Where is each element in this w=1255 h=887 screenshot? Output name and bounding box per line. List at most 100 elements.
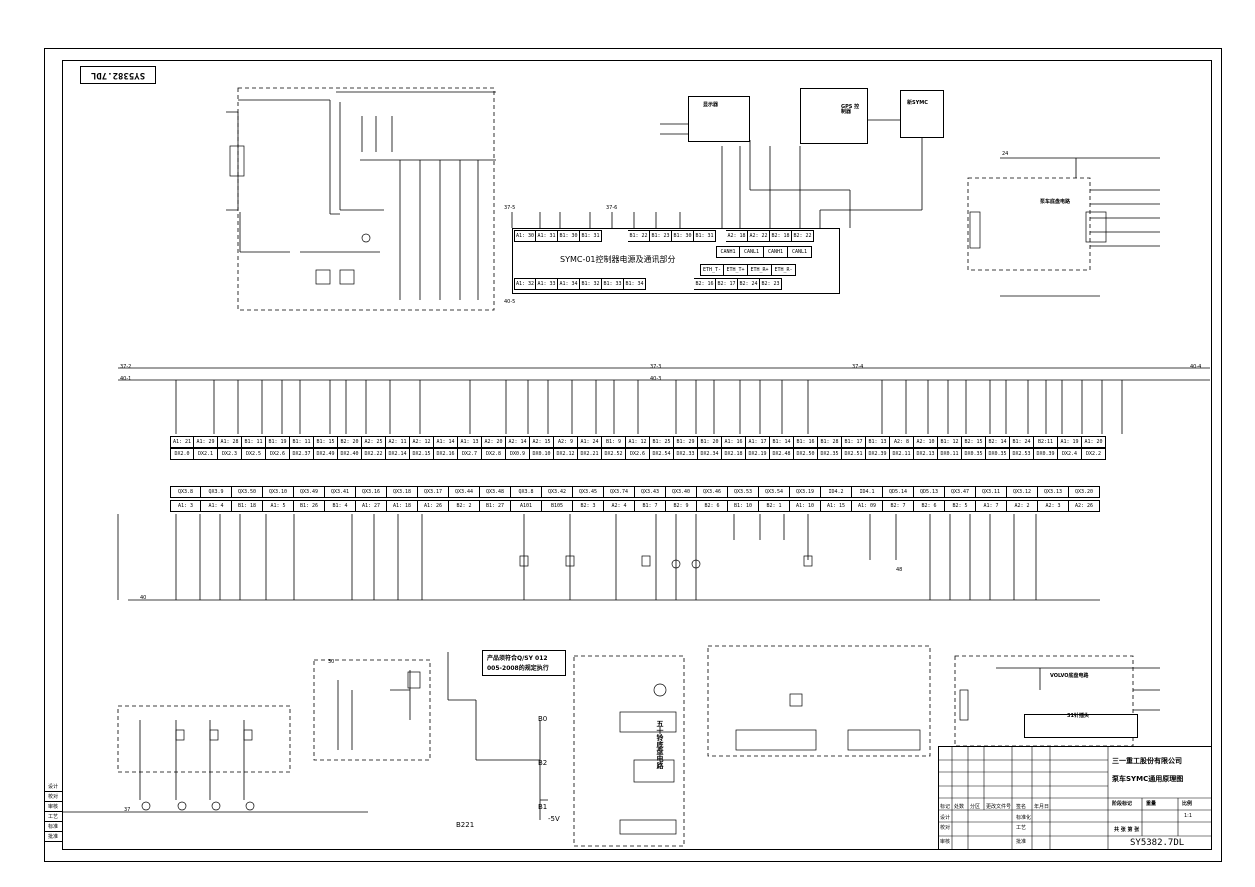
terminal-cell: QX3.10 xyxy=(263,486,294,498)
terminal-cell: DX2.7 xyxy=(458,448,482,460)
eth-label: ETH_R- xyxy=(772,264,796,276)
volvo-circuit-label: VOLVO底盘电路 xyxy=(1050,673,1089,679)
terminal-cell: A2: 8 xyxy=(890,436,914,448)
gps-block: GPS 控制器 xyxy=(800,88,868,144)
pin-label: B2: 18 xyxy=(770,230,792,242)
terminal-cell: DX2.8 xyxy=(482,448,506,460)
terminal-cell: B2: 15 xyxy=(962,436,986,448)
pin31-plug-block: 31针插头 xyxy=(1024,714,1138,738)
approval-sidebar: 设计 校对 审核 工艺 标准 批准 xyxy=(44,782,62,862)
terminal-cell: DX2.16 xyxy=(434,448,458,460)
pin-label: B1: 34 xyxy=(624,278,646,290)
terminal-cell: A2: 15 xyxy=(530,436,554,448)
terminal-cell: QX3.48 xyxy=(480,486,511,498)
terminal-cell: QX3.42 xyxy=(542,486,573,498)
tb-label: 签名 xyxy=(1016,804,1027,810)
terminal-cell: B2: 3 xyxy=(573,500,604,512)
net-label: 40-4 xyxy=(1190,364,1202,370)
terminal-cell: DX2.37 xyxy=(290,448,314,460)
terminal-cell: A1: 13 xyxy=(458,436,482,448)
terminal-cell: DX2.51 xyxy=(842,448,866,460)
tb-scale: 比例 xyxy=(1182,801,1193,807)
terminal-cell: DX0.10 xyxy=(530,448,554,460)
terminal-cell: QX3.43 xyxy=(635,486,666,498)
sidebar-cell: 批准 xyxy=(44,832,62,842)
terminal-cell: DX2.39 xyxy=(866,448,890,460)
terminal-cell: A1: 19 xyxy=(1058,436,1082,448)
terminal-cell: B1: 10 xyxy=(728,500,759,512)
terminal-cell: A1: 10 xyxy=(790,500,821,512)
tb-label: 标准化 xyxy=(1016,815,1032,821)
terminal-cell: DX2.2 xyxy=(1082,448,1106,460)
terminal-cell: A1: 29 xyxy=(194,436,218,448)
terminal-cell: B1: 13 xyxy=(866,436,890,448)
gps-label: GPS 控制器 xyxy=(841,104,860,115)
sidebar-cell: 审核 xyxy=(44,802,62,812)
terminal-cell: QD5.13 xyxy=(914,486,945,498)
terminal-cell: QX3.11 xyxy=(976,486,1007,498)
pin-label: A2: 22 xyxy=(748,230,770,242)
terminal-cell: B1: 18 xyxy=(232,500,263,512)
display-block: 显示器 xyxy=(688,96,750,142)
pin-label: A1: 34 xyxy=(558,278,580,290)
spec-notice-box: 产品须符合Q/SY 012 005-2008的规定执行 xyxy=(482,650,566,676)
terminal-cell: B2: 1 xyxy=(759,500,790,512)
terminal-cell: QX3.47 xyxy=(945,486,976,498)
tb-label: 标记 xyxy=(940,804,951,810)
pin-label: B2: 24 xyxy=(738,278,760,290)
terminal-cell: DX2.54 xyxy=(650,448,674,460)
terminal-cell: A1: 17 xyxy=(746,436,770,448)
net-label: 40 xyxy=(140,595,147,601)
terminal-cell: DX2.50 xyxy=(794,448,818,460)
net-label: -5V xyxy=(548,815,560,823)
pin-label: A1: 31 xyxy=(536,230,558,242)
terminal-cell: QX3.9 xyxy=(201,486,232,498)
terminal-cell: A1: 21 xyxy=(170,436,194,448)
tb-weight: 重量 xyxy=(1146,801,1157,807)
pin-label: B2: 23 xyxy=(760,278,782,290)
terminal-cell: B1: 27 xyxy=(480,500,511,512)
terminal-cell: QX3.17 xyxy=(418,486,449,498)
pin-label: B1: 33 xyxy=(602,278,624,290)
terminal-cell: QX3.20 xyxy=(1069,486,1100,498)
terminal-cell: A101 xyxy=(511,500,542,512)
terminal-cell: ID4.1 xyxy=(852,486,883,498)
terminal-cell: B1: 24 xyxy=(1010,436,1034,448)
terminal-cell: QX3.54 xyxy=(759,486,790,498)
terminal-cell: B105 xyxy=(542,500,573,512)
terminal-cell: A1: 7 xyxy=(976,500,1007,512)
terminal-cell: A1: 14 xyxy=(434,436,458,448)
terminal-cell: DX2.0 xyxy=(170,448,194,460)
pin31-label: 31针插头 xyxy=(1067,713,1089,719)
terminal-cell: B2: 14 xyxy=(986,436,1010,448)
net-label: 40-5 xyxy=(504,299,516,305)
eth-label: ETH_T- xyxy=(700,264,724,276)
sidebar-cell: 设计 xyxy=(44,782,62,792)
terminal-cell: DX2.49 xyxy=(314,448,338,460)
terminal-cell: A1: 26 xyxy=(418,500,449,512)
terminal-cell: B1: 9 xyxy=(602,436,626,448)
terminal-cell: A2: 11 xyxy=(386,436,410,448)
inner-frame xyxy=(62,60,1212,850)
terminal-cell: B1: 15 xyxy=(314,436,338,448)
pin-label: A1: 30 xyxy=(514,230,536,242)
can-label: CANL1 xyxy=(788,246,812,258)
net-label: 37-2 xyxy=(120,364,132,370)
terminal-cell: A1: 5 xyxy=(263,500,294,512)
terminal-cell: DX2.48 xyxy=(770,448,794,460)
pin-label: B1: 31 xyxy=(580,230,602,242)
terminal-cell: QX3.41 xyxy=(325,486,356,498)
five-stage-label: 五十铃底盘电路 xyxy=(656,720,664,769)
terminal-cell: B2: 5 xyxy=(945,500,976,512)
terminal-cell: B1: 16 xyxy=(794,436,818,448)
terminal-cell: A1: 4 xyxy=(201,500,232,512)
terminal-cell: B1: 25 xyxy=(650,436,674,448)
symc-controller-box xyxy=(512,228,840,294)
terminal-cell: DX0.11 xyxy=(938,448,962,460)
net-label: 24 xyxy=(1002,151,1009,157)
net-label: 40-3 xyxy=(650,376,662,382)
drawing-title: 泵车SYMC通用原理图 xyxy=(1112,775,1184,783)
terminal-cell: QX3.12 xyxy=(1007,486,1038,498)
terminal-cell: B2: 6 xyxy=(914,500,945,512)
